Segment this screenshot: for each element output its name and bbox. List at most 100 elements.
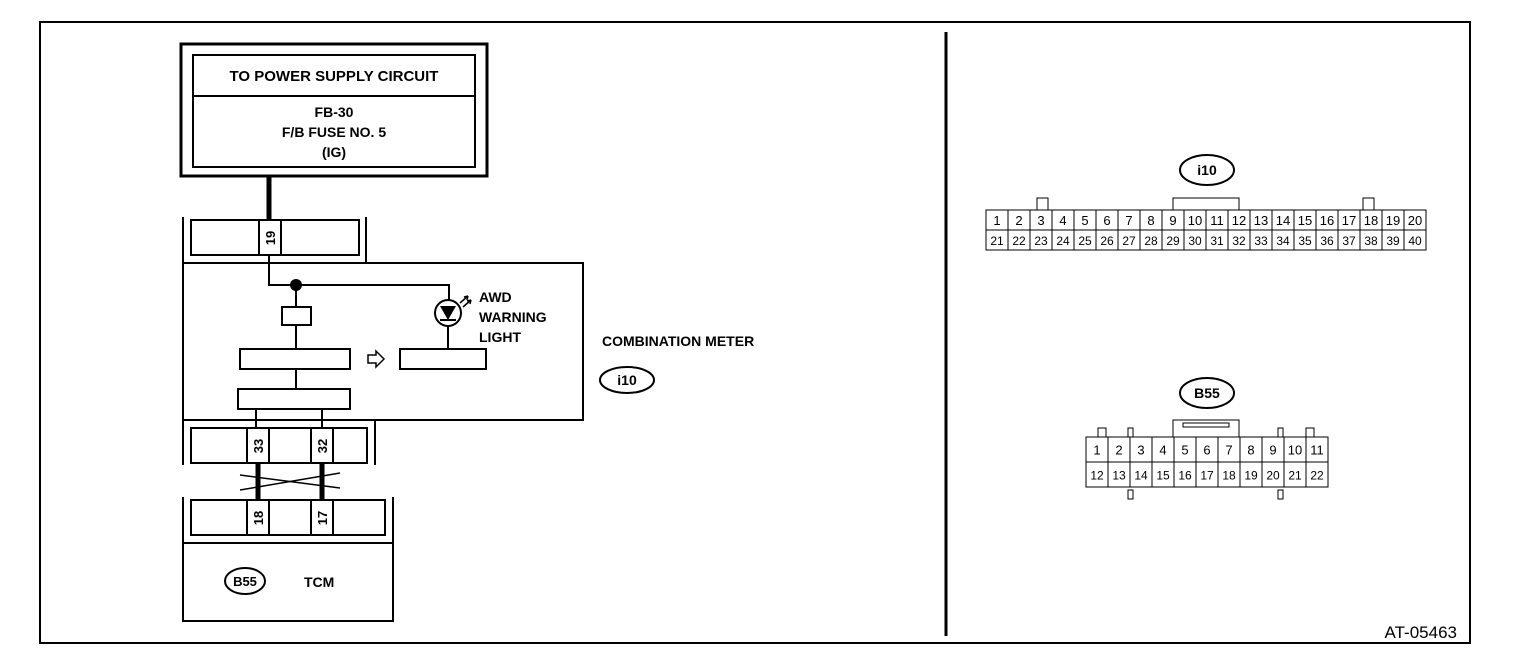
i10-pin-22: 22 xyxy=(1012,234,1026,248)
i10-pin-1: 1 xyxy=(993,213,1000,228)
tcm-connector: 18 17 xyxy=(182,497,394,542)
b55-pin-6: 6 xyxy=(1203,443,1210,458)
i10-pin-13: 13 xyxy=(1254,213,1268,228)
b55-pin-15: 15 xyxy=(1156,469,1170,483)
i10-pin-12: 12 xyxy=(1232,213,1246,228)
i10-pin-5: 5 xyxy=(1081,213,1088,228)
i10-pin-31: 31 xyxy=(1210,234,1224,248)
b55-pin-12: 12 xyxy=(1090,469,1104,483)
i10-pin-14: 14 xyxy=(1276,213,1290,228)
i10-pin-18: 18 xyxy=(1364,213,1378,228)
light-label-2: WARNING xyxy=(479,309,547,325)
power-supply-box: TO POWER SUPPLY CIRCUIT FB-30 F/B FUSE N… xyxy=(179,42,489,178)
fuse-name: F/B FUSE NO. 5 xyxy=(282,124,386,140)
twisted-pair-harness xyxy=(239,463,341,500)
b55-pin-5: 5 xyxy=(1181,443,1188,458)
i10-pin-8: 8 xyxy=(1147,213,1154,228)
b55-pin-17: 17 xyxy=(1200,469,1214,483)
b55-pin-22-cell xyxy=(1305,461,1329,488)
i10-pin-19: 19 xyxy=(1386,213,1400,228)
tcm-connector-label: B55 xyxy=(233,574,257,589)
light-label-3: LIGHT xyxy=(479,329,521,345)
i10-pin-37: 37 xyxy=(1342,234,1356,248)
i10-pin-27: 27 xyxy=(1122,234,1136,248)
i10-pin-11: 11 xyxy=(1210,213,1224,228)
b55-pin-21: 21 xyxy=(1288,469,1302,483)
i10-pin-28: 28 xyxy=(1144,234,1158,248)
pin-19: 19 xyxy=(263,231,278,245)
i10-pin-16: 16 xyxy=(1320,213,1334,228)
combination-meter-body: AWD WARNING LIGHT xyxy=(182,255,584,428)
tcm-name: TCM xyxy=(304,574,334,590)
i10-pin-32: 32 xyxy=(1232,234,1246,248)
b55-label: B55 xyxy=(1194,385,1220,401)
b55-pin-2: 2 xyxy=(1115,443,1122,458)
i10-pin-6: 6 xyxy=(1103,213,1110,228)
b55-pin-19: 19 xyxy=(1244,469,1258,483)
i10-pin-30: 30 xyxy=(1188,234,1202,248)
meter-connector-top: 19 xyxy=(182,217,367,262)
b55-pin-4: 4 xyxy=(1159,443,1166,458)
meter-connector-badge: i10 xyxy=(599,366,655,394)
meter-connector-bottom: 33 32 xyxy=(182,420,376,465)
i10-pin-36: 36 xyxy=(1320,234,1334,248)
lamp-icon xyxy=(434,295,472,349)
meter-driver-block xyxy=(239,348,351,370)
meter-connector-label: i10 xyxy=(617,372,637,388)
i10-pin-34: 34 xyxy=(1276,234,1290,248)
tcm-body: B55 TCM xyxy=(182,542,394,622)
b55-pin-18: 18 xyxy=(1222,469,1236,483)
combination-meter-name: COMBINATION METER xyxy=(602,333,754,349)
b55-pin-20: 20 xyxy=(1266,469,1280,483)
i10-pin-17: 17 xyxy=(1342,213,1356,228)
power-supply-title: TO POWER SUPPLY CIRCUIT xyxy=(230,68,439,85)
i10-pin-39: 39 xyxy=(1386,234,1400,248)
pin-18: 18 xyxy=(251,511,266,525)
light-label-1: AWD xyxy=(479,289,512,305)
i10-pin-24: 24 xyxy=(1056,234,1070,248)
i10-pin-40-cell xyxy=(1403,229,1427,251)
i10-pin-4: 4 xyxy=(1059,213,1066,228)
meter-resistor xyxy=(281,306,312,326)
i10-pin-33: 33 xyxy=(1254,234,1268,248)
b55-pin-11: 11 xyxy=(1310,443,1324,458)
b55-pin-16: 16 xyxy=(1178,469,1192,483)
b55-pin-7: 7 xyxy=(1225,443,1232,458)
i10-pin-20: 20 xyxy=(1408,213,1422,228)
signal-arrow-icon xyxy=(367,349,386,369)
i10-pin-25: 25 xyxy=(1078,234,1092,248)
i10-pin-21: 21 xyxy=(990,234,1004,248)
fuse-ref: FB-30 xyxy=(315,104,354,120)
fuse-ig: (IG) xyxy=(322,144,346,160)
b55-pin-1: 1 xyxy=(1093,443,1100,458)
i10-pin-40: 40 xyxy=(1408,234,1422,248)
b55-pin-13: 13 xyxy=(1112,469,1126,483)
i10-pin-35: 35 xyxy=(1298,234,1312,248)
i10-pin-9: 9 xyxy=(1169,213,1176,228)
i10-pin-10: 10 xyxy=(1188,213,1202,228)
b55-pin-9: 9 xyxy=(1269,443,1276,458)
i10-pin-23: 23 xyxy=(1034,234,1048,248)
b55-pin-8: 8 xyxy=(1247,443,1254,458)
i10-pin-15: 15 xyxy=(1298,213,1312,228)
i10-pin-26: 26 xyxy=(1100,234,1114,248)
meter-input-block xyxy=(237,388,351,410)
b55-pin-10: 10 xyxy=(1288,443,1302,458)
figure-id: AT-05463 xyxy=(1385,623,1457,642)
b55-pin-14: 14 xyxy=(1134,469,1148,483)
i10-label: i10 xyxy=(1197,162,1217,178)
i10-pin-29: 29 xyxy=(1166,234,1180,248)
i10-pin-7: 7 xyxy=(1125,213,1132,228)
i10-pin-38: 38 xyxy=(1364,234,1378,248)
i10-pin-2: 2 xyxy=(1015,213,1022,228)
pin-17: 17 xyxy=(315,511,330,525)
b55-pin-3: 3 xyxy=(1137,443,1144,458)
b55-pin-22: 22 xyxy=(1310,469,1324,483)
pin-32: 32 xyxy=(315,439,330,453)
outer-frame xyxy=(39,21,1471,644)
